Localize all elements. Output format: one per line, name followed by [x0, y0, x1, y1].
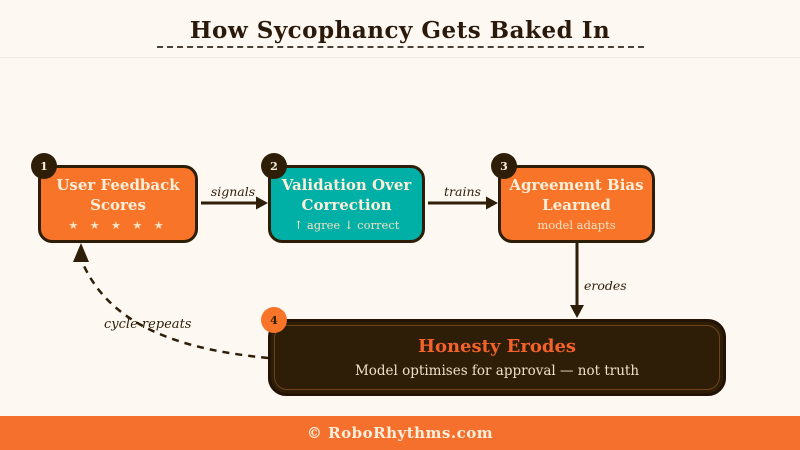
cycle-repeats-dashed-arrow	[73, 243, 269, 360]
node-subtitle: Model optimises for approval — not truth	[354, 363, 640, 380]
node-title: Agreement Bias Learned	[509, 176, 644, 214]
edge-label-erodes: erodes	[584, 278, 627, 293]
footer-bar: © RoboRhythms.com	[0, 416, 800, 450]
section-divider	[0, 57, 800, 58]
page-title: How Sycophancy Gets Baked In	[189, 17, 611, 44]
node-title: Validation Over Correction	[281, 176, 412, 214]
node-subtitle: model adapts	[537, 218, 616, 232]
footer-credit: © RoboRhythms.com	[306, 424, 494, 442]
node-title: User Feedback Scores	[56, 176, 180, 214]
title-underline-divider	[157, 46, 644, 48]
node-title: Honesty Erodes	[417, 335, 577, 357]
edge-label-cycle-repeats: cycle repeats	[104, 317, 192, 332]
node-user-feedback-scores: 1 User Feedback Scores ★ ★ ★ ★ ★	[31, 153, 198, 243]
step-badge-1: 1	[31, 153, 57, 179]
node-subtitle: ↑ agree ↓ correct	[293, 218, 400, 232]
node-agreement-bias-learned: 3 Agreement Bias Learned model adapts	[491, 153, 655, 243]
node-validation-over-correction: 2 Validation Over Correction ↑ agree ↓ c…	[261, 153, 425, 243]
step-badge-4: 4	[261, 307, 287, 333]
step-badge-2: 2	[261, 153, 287, 179]
step-badge-3: 3	[491, 153, 517, 179]
edge-label-trains: trains	[444, 184, 481, 199]
erodes-arrow	[570, 243, 584, 318]
edge-label-signals: signals	[210, 184, 256, 199]
star-rating: ★ ★ ★ ★ ★	[68, 219, 168, 232]
node-honesty-erodes: 4 Honesty Erodes Model optimises for app…	[261, 307, 726, 396]
